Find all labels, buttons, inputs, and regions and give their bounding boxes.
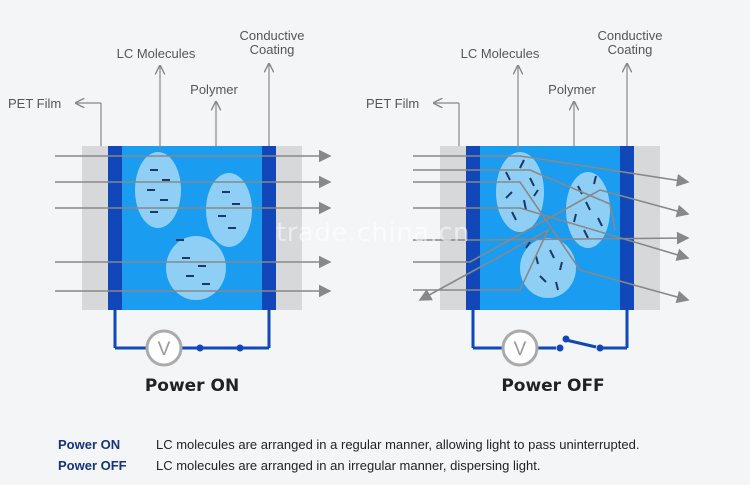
electrode-right <box>262 146 276 310</box>
switch-dot <box>236 344 244 352</box>
switch-dot <box>556 344 564 352</box>
lc-droplet <box>520 238 576 298</box>
pet-film-right <box>276 146 302 310</box>
pet-film-right <box>634 146 660 310</box>
switch-dot <box>562 335 570 343</box>
switch-dot <box>596 344 604 352</box>
panel-power-off: V PET Film LC Molecules Polymer Conducti… <box>366 28 690 396</box>
lc-droplet <box>166 236 226 300</box>
lc-molecules-label: LC Molecules <box>461 46 540 61</box>
lc-droplet <box>206 173 252 247</box>
polymer-label: Polymer <box>548 82 596 97</box>
legend-text: LC molecules are arranged in a regular m… <box>156 437 640 452</box>
switch-dot <box>196 344 204 352</box>
pet-film-label: PET Film <box>8 96 61 111</box>
circuit <box>471 310 629 350</box>
electrode-right <box>620 146 634 310</box>
legend-row: Power ON LC molecules are arranged in a … <box>58 434 639 455</box>
voltmeter-label: V <box>514 339 527 360</box>
lc-droplet <box>135 152 181 228</box>
legend-key: Power OFF <box>58 458 127 473</box>
panel-title: Power ON <box>145 376 239 396</box>
pet-film-left <box>82 146 108 310</box>
coating-label-line2: Coating <box>608 42 653 57</box>
legend-key: Power ON <box>58 437 121 452</box>
voltmeter-icon <box>145 329 183 367</box>
legend-row: Power OFF LC molecules are arranged in a… <box>58 455 639 476</box>
polymer-label: Polymer <box>190 82 238 97</box>
coating-label-line1: Conductive <box>239 28 304 43</box>
watermark: trade.china.cn <box>276 218 471 248</box>
coating-label-line2: Coating <box>250 42 295 57</box>
legend: Power ON LC molecules are arranged in a … <box>58 434 639 476</box>
pet-film-label: PET Film <box>366 96 419 111</box>
voltmeter-icon <box>501 329 539 367</box>
voltmeter-label: V <box>158 339 171 360</box>
lc-molecules-label: LC Molecules <box>117 46 196 61</box>
light-rays <box>55 149 332 298</box>
legend-text: LC molecules are arranged in an irregula… <box>156 458 541 473</box>
panel-power-on: V PET Film LC Molecules Polymer Conducti… <box>8 28 332 396</box>
lc-molecules-aligned <box>147 169 240 285</box>
electrode-left <box>108 146 122 310</box>
coating-label-line1: Conductive <box>597 28 662 43</box>
light-rays-scattered <box>413 155 690 304</box>
lc-molecules-random <box>505 159 603 291</box>
circuit <box>113 310 271 350</box>
panel-title: Power OFF <box>501 376 604 396</box>
